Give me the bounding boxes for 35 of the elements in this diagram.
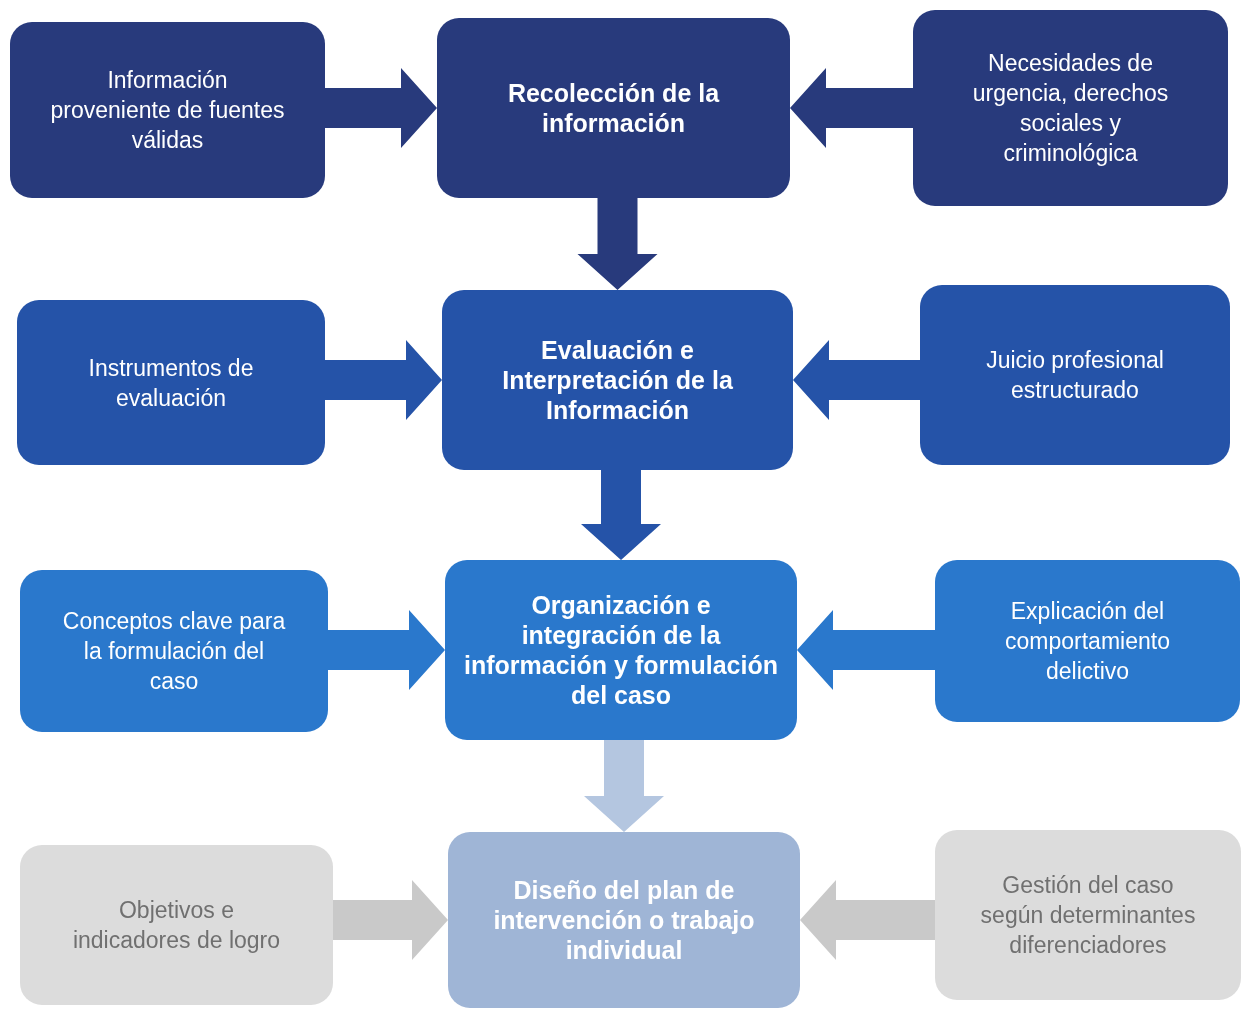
block-arrow — [581, 470, 661, 560]
step-title: Evaluación e Interpretación de la Información — [501, 335, 734, 425]
process-box — [445, 560, 797, 740]
process-box — [448, 832, 800, 1008]
step-title: Recolección de la información — [506, 78, 721, 138]
step-text: Conceptos clave para la formulación del caso — [61, 607, 287, 696]
step-text: Gestión del caso según determinantes diferenciadores — [979, 871, 1197, 960]
block-arrow — [333, 880, 448, 960]
block-arrow — [577, 198, 658, 290]
block-arrow — [328, 610, 445, 690]
input-box — [935, 560, 1240, 722]
block-arrow — [797, 610, 935, 690]
step-text: Explicación del comportamiento delictivo — [1004, 597, 1171, 686]
input-box — [920, 285, 1230, 465]
block-arrow — [800, 880, 935, 960]
input-box — [913, 10, 1228, 206]
step-title: Organización e integración de la información y formulación del caso — [463, 590, 779, 710]
step-text: Información proveniente de fuentes válidas — [50, 66, 285, 155]
process-box — [437, 18, 790, 198]
input-box — [20, 845, 333, 1005]
step-text: Necesidades de urgencia, derechos sociales y criminológica — [971, 49, 1170, 168]
block-arrow — [793, 340, 920, 420]
step-text: Objetivos e indicadores de logro — [71, 896, 282, 955]
step-text: Instrumentos de evaluación — [87, 353, 255, 413]
input-box — [17, 300, 325, 465]
step-title: Diseño del plan de intervención o trabajo individual — [492, 875, 756, 965]
block-arrow — [325, 340, 442, 420]
block-arrow — [325, 68, 437, 148]
process-box — [442, 290, 793, 470]
step-text: Juicio profesional estructurado — [985, 346, 1165, 405]
block-arrow — [584, 740, 664, 832]
input-box — [10, 22, 325, 198]
input-box — [935, 830, 1241, 1000]
block-arrow — [790, 68, 913, 148]
input-box — [20, 570, 328, 732]
